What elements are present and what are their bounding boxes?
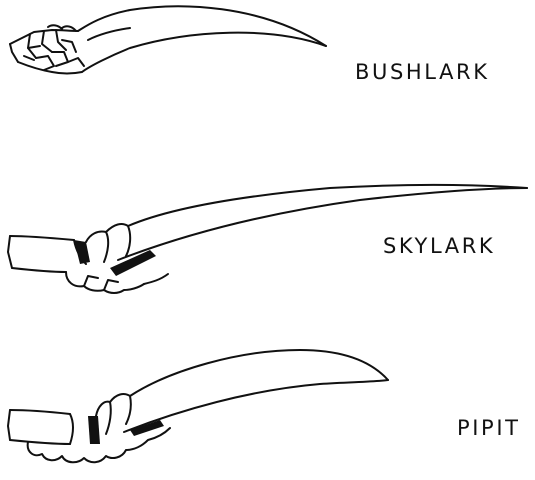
skylark-dark-claw-base xyxy=(74,240,156,276)
bushlark-label: BUSHLARK xyxy=(355,62,490,83)
pipit-label: PIPIT xyxy=(457,418,521,439)
bushlark-foot-drawing xyxy=(10,6,326,73)
skylark-label: SKYLARK xyxy=(383,236,495,257)
pipit-dark-claw-base xyxy=(88,416,164,444)
pipit-foot-drawing xyxy=(8,350,388,462)
